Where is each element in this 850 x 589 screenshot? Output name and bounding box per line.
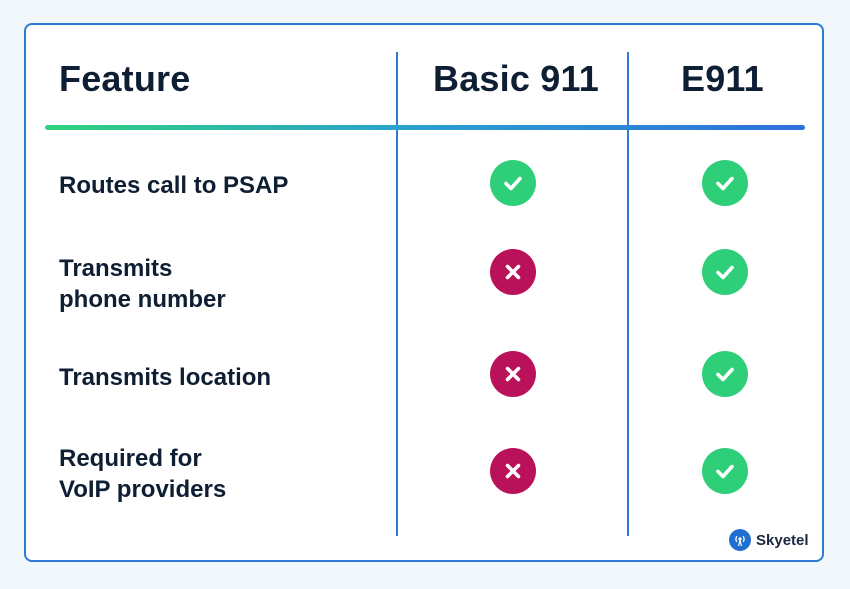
header-underline [45,125,805,130]
column-divider-2 [627,52,629,536]
check-icon [702,448,748,494]
feature-row-4-label: Required for VoIP providers [59,445,227,503]
column-divider-1 [396,52,398,536]
check-icon [702,249,748,295]
cross-icon [490,351,536,397]
check-icon [702,351,748,397]
comparison-card [24,23,824,562]
check-icon [702,160,748,206]
feature-row-1-label: Routes call to PSAP [59,172,289,199]
cross-icon [490,249,536,295]
skyetel-logo: Skyetel [729,529,809,551]
header-e911: E911 [681,58,764,99]
feature-row-3-label: Transmits location [59,364,272,391]
logo-text: Skyetel [756,531,809,549]
check-icon [490,160,536,206]
feature-row-2-label: Transmits phone number [59,255,226,313]
cross-icon [490,448,536,494]
antenna-icon [729,529,751,551]
header-basic-911: Basic 911 [433,58,599,99]
header-feature: Feature [59,58,191,99]
